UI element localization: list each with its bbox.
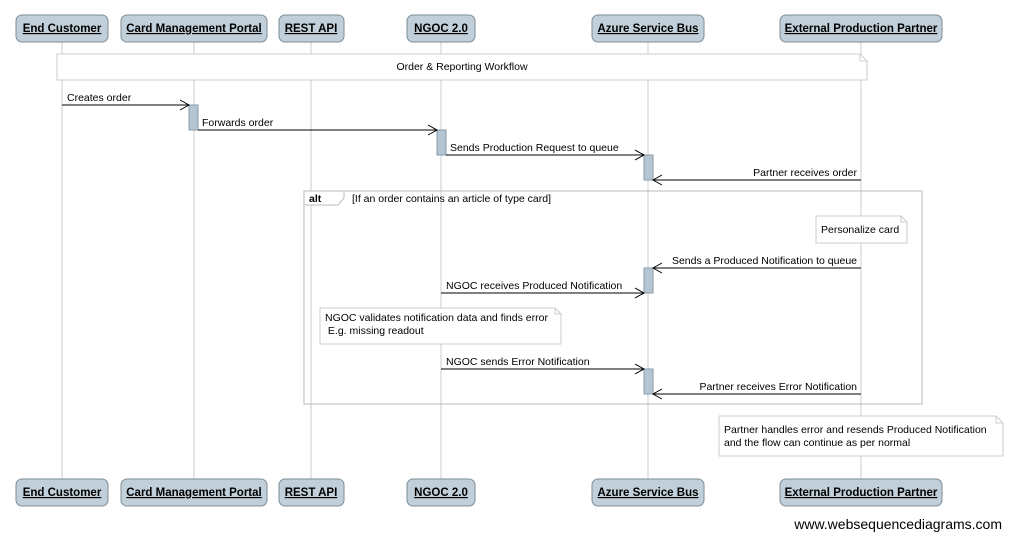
message-arrows <box>62 99 861 400</box>
participant-end-customer[interactable]: End Customer <box>15 14 109 43</box>
message-partner-receives-order: Partner receives order <box>753 167 857 179</box>
participants-bottom: End Customer Card Management Portal REST… <box>15 478 943 507</box>
header-note: Order & Reporting Workflow <box>56 53 868 81</box>
activation-bus-1 <box>643 154 654 181</box>
message-creates-order: Creates order <box>67 92 132 104</box>
watermark-link[interactable]: www.websequencediagrams.com <box>794 516 1002 532</box>
message-produced-notification: Sends a Produced Notification to queue <box>672 255 857 267</box>
alt-frame: alt [If an order contains an article of … <box>303 190 923 405</box>
participant-azure-service-bus-bottom[interactable]: Azure Service Bus <box>591 478 705 507</box>
activation-bus-3 <box>643 368 654 395</box>
participant-rest-api[interactable]: REST API <box>278 14 345 43</box>
participant-ngoc[interactable]: NGOC 2.0 <box>406 14 476 43</box>
svg-text:REST API: REST API <box>285 487 338 499</box>
svg-text:End Customer: End Customer <box>23 487 102 499</box>
message-partner-receives-error: Partner receives Error Notification <box>699 381 857 393</box>
svg-text:REST API: REST API <box>285 23 338 35</box>
svg-text:Card Management Portal: Card Management Portal <box>126 23 261 35</box>
participant-external-production-partner-bottom[interactable]: External Production Partner <box>779 478 943 507</box>
message-forwards-order: Forwards order <box>202 117 274 129</box>
svg-text:External Production Partner: External Production Partner <box>785 487 938 499</box>
participant-azure-service-bus[interactable]: Azure Service Bus <box>591 14 705 43</box>
svg-text:NGOC 2.0: NGOC 2.0 <box>414 23 468 35</box>
alt-condition: [If an order contains an article of type… <box>352 193 551 205</box>
activation-ngoc <box>436 129 447 156</box>
participant-card-management-portal-bottom[interactable]: Card Management Portal <box>120 478 268 507</box>
participant-external-production-partner[interactable]: External Production Partner <box>779 14 943 43</box>
activation-bus-2 <box>643 267 654 294</box>
message-production-request: Sends Production Request to queue <box>450 142 619 154</box>
svg-text:Order & Reporting Workflow: Order & Reporting Workflow <box>396 61 528 73</box>
svg-text:Card Management Portal: Card Management Portal <box>126 487 261 499</box>
svg-text:E.g. missing readout: E.g. missing readout <box>325 325 424 337</box>
note-resend: Partner handles error and resends Produc… <box>718 415 1004 457</box>
svg-text:NGOC validates notification da: NGOC validates notification data and fin… <box>325 312 548 324</box>
participants-top: End Customer Card Management Portal REST… <box>15 14 943 43</box>
svg-text:Partner handles error and rese: Partner handles error and resends Produc… <box>724 424 987 436</box>
svg-text:Personalize card: Personalize card <box>821 224 899 236</box>
note-validate: NGOC validates notification data and fin… <box>319 307 562 345</box>
message-ngoc-receives: NGOC receives Produced Notification <box>446 280 622 292</box>
alt-keyword: alt <box>309 193 322 205</box>
svg-text:End Customer: End Customer <box>23 23 102 35</box>
activation-portal <box>188 104 199 131</box>
svg-text:Azure Service Bus: Azure Service Bus <box>598 487 699 499</box>
message-error-notification: NGOC sends Error Notification <box>446 356 590 368</box>
svg-text:NGOC 2.0: NGOC 2.0 <box>414 487 468 499</box>
activations <box>188 104 654 395</box>
participant-end-customer-bottom[interactable]: End Customer <box>15 478 109 507</box>
svg-text:Azure Service Bus: Azure Service Bus <box>598 23 699 35</box>
participant-card-management-portal[interactable]: Card Management Portal <box>120 14 268 43</box>
message-labels: Creates order Forwards order Sends Produ… <box>67 92 857 393</box>
svg-text:External Production Partner: External Production Partner <box>785 23 938 35</box>
note-personalize: Personalize card <box>815 215 908 244</box>
participant-rest-api-bottom[interactable]: REST API <box>278 478 345 507</box>
svg-text:and the flow can continue as p: and the flow can continue as per normal <box>724 437 910 449</box>
participant-ngoc-bottom[interactable]: NGOC 2.0 <box>406 478 476 507</box>
